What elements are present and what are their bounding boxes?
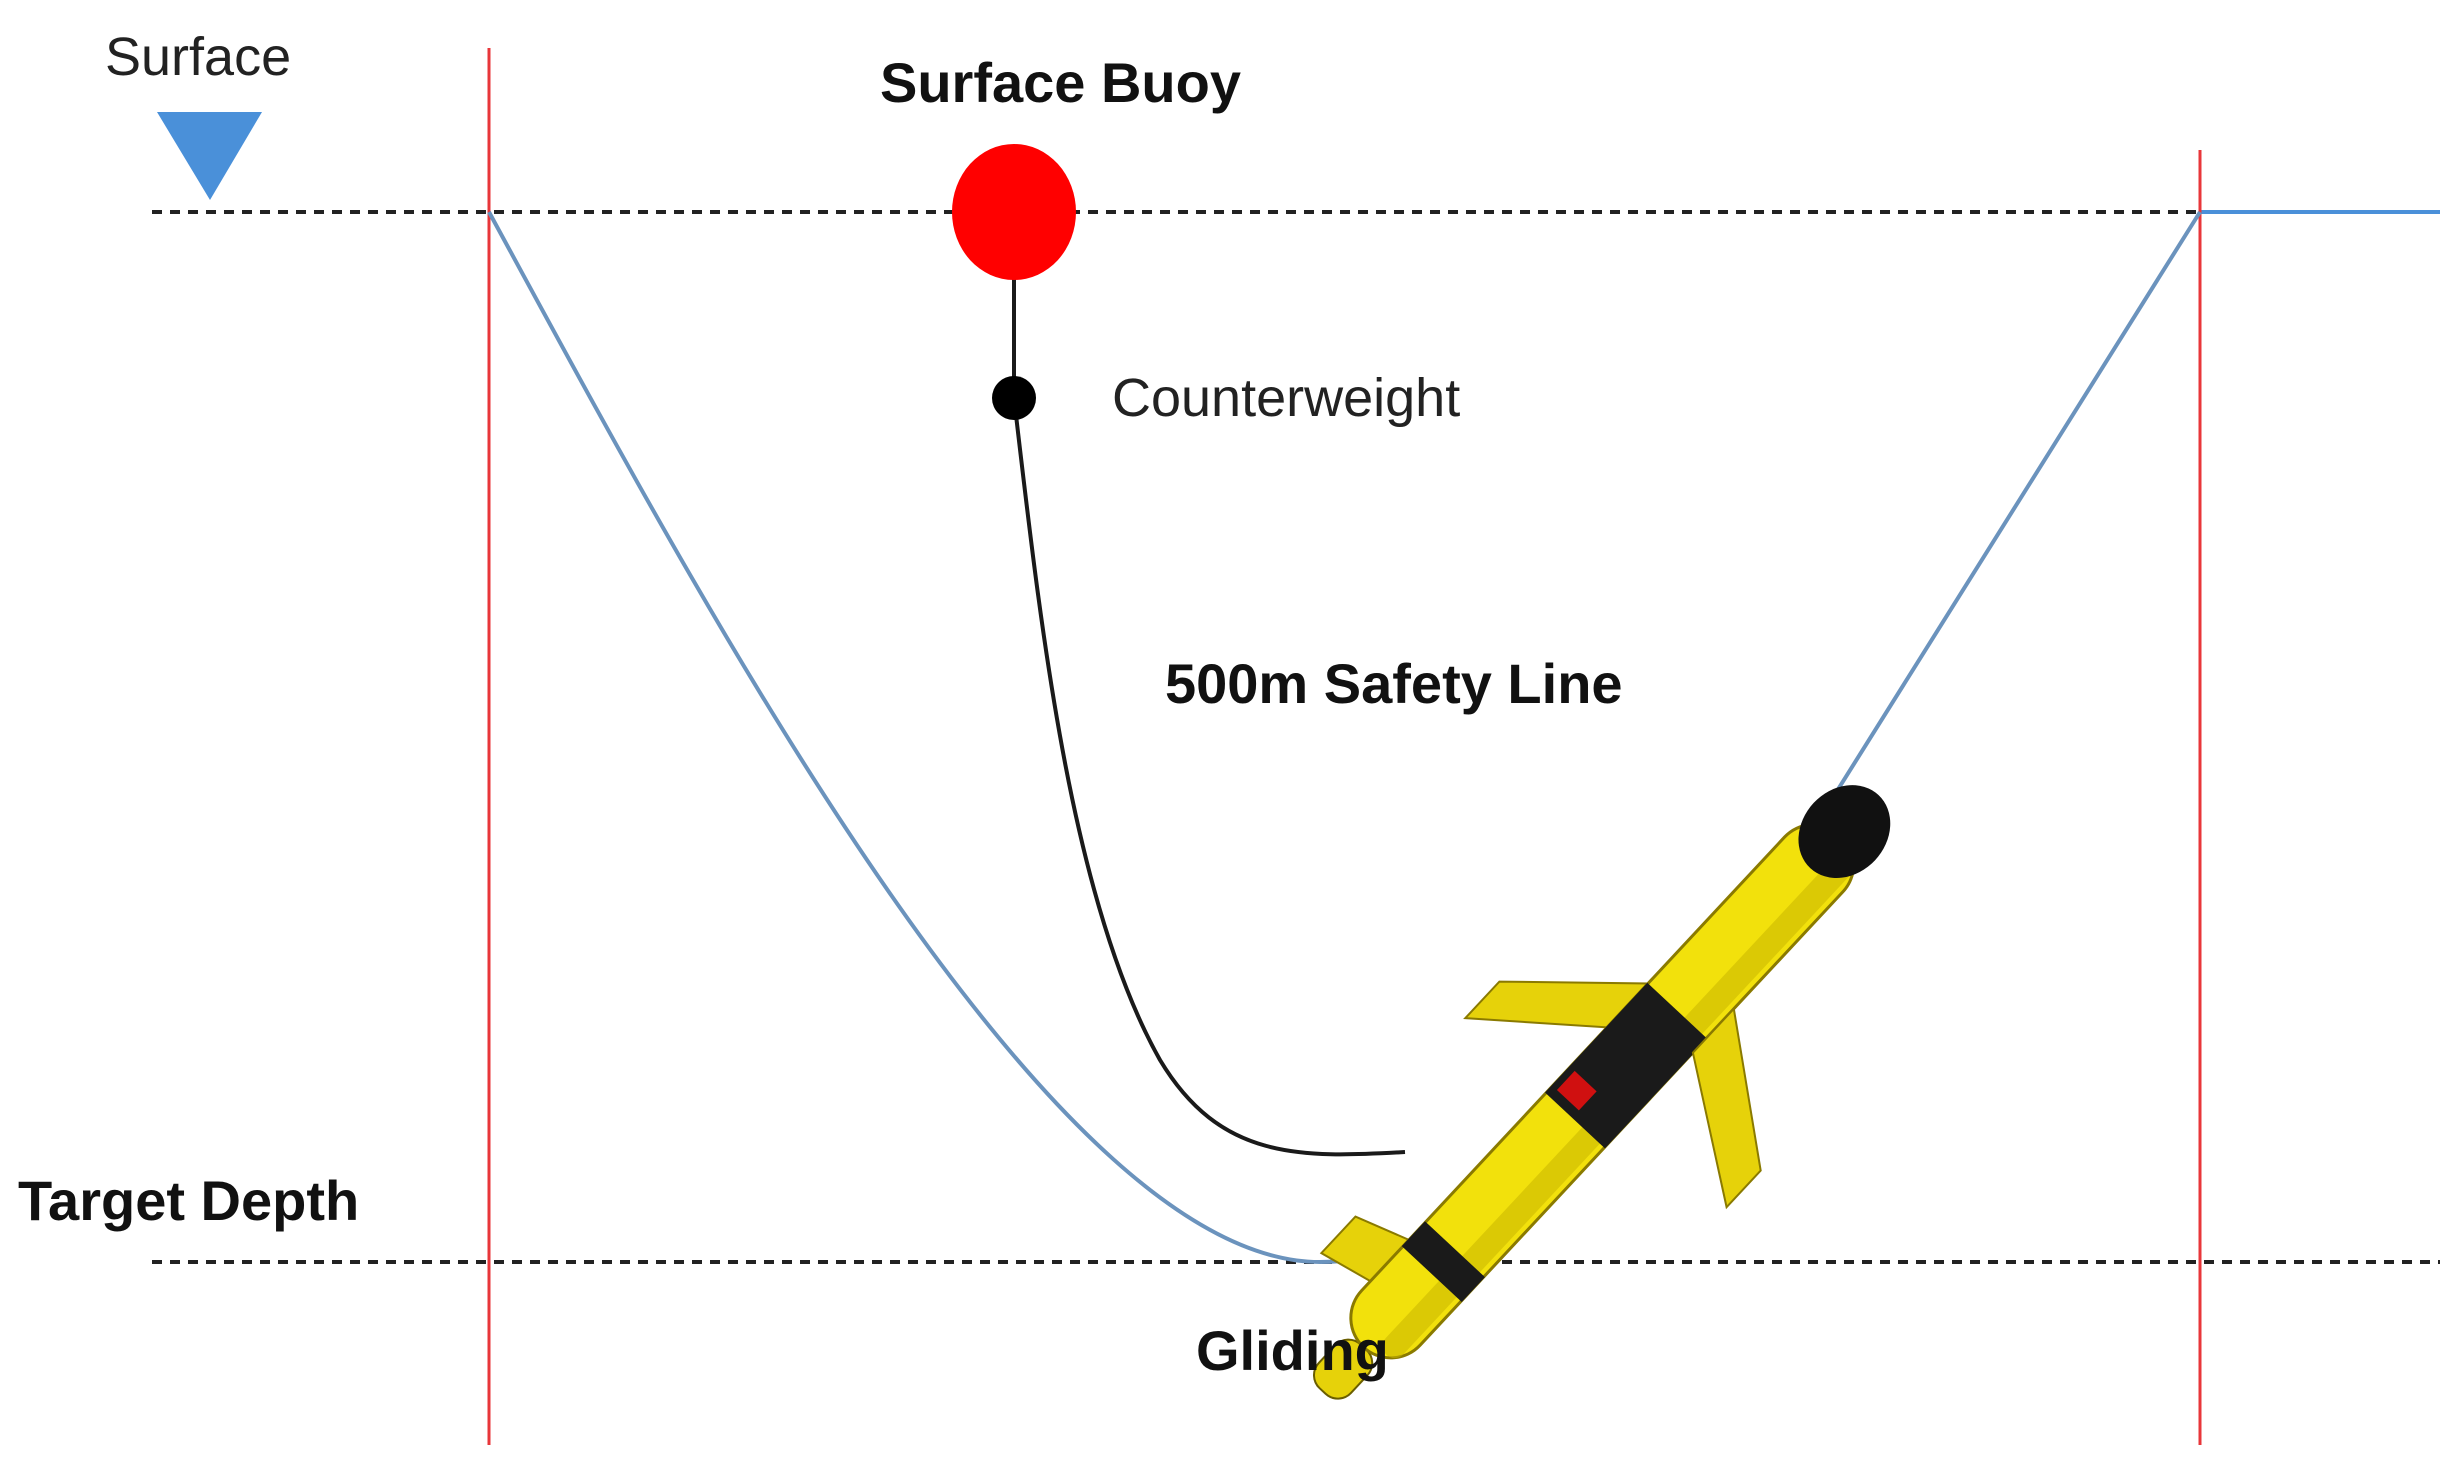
glider-band-mid <box>1544 982 1708 1149</box>
surface-buoy-label: Surface Buoy <box>880 51 1241 114</box>
safety-line-cable <box>1012 397 1406 1157</box>
surface-buoy <box>952 144 1076 280</box>
underwater-glider-icon <box>1312 785 1891 1400</box>
glider-nose <box>1798 785 1891 879</box>
safety-line-label: 500m Safety Line <box>1165 652 1623 715</box>
glider-red-light <box>1556 1070 1597 1111</box>
glider-wing-bottom <box>1691 1006 1762 1210</box>
water-surface-triangle-icon <box>157 112 262 200</box>
surface-label: Surface <box>105 27 291 87</box>
target-depth-label: Target Depth <box>18 1169 359 1232</box>
gliding-label: Gliding <box>1196 1319 1389 1382</box>
glider-band-rear <box>1401 1221 1485 1302</box>
counterweight-label: Counterweight <box>1112 368 1460 428</box>
counterweight <box>992 376 1036 420</box>
